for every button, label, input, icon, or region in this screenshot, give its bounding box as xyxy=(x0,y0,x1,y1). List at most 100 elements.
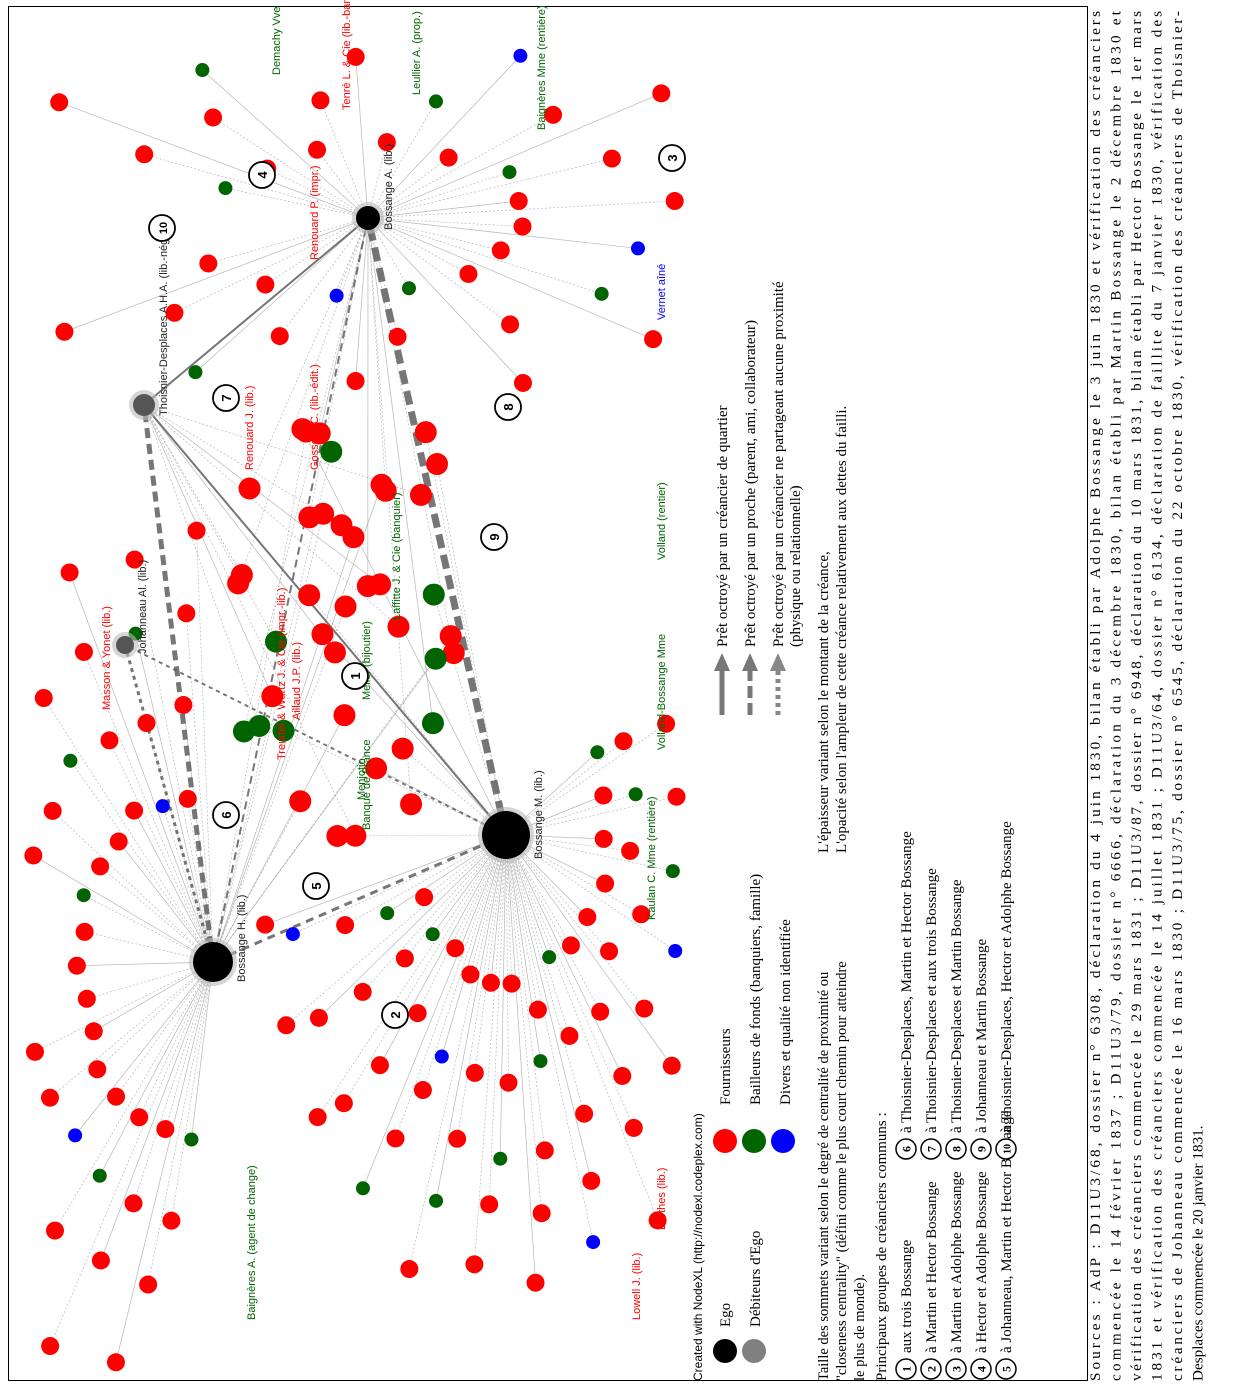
group-marker-number: 1 xyxy=(348,672,363,679)
ego-node xyxy=(193,942,233,982)
edge xyxy=(505,834,645,1009)
supplier-node xyxy=(139,1275,158,1294)
edge xyxy=(379,834,507,1066)
supplier-node xyxy=(652,84,671,103)
edge xyxy=(33,855,214,963)
supplier-node xyxy=(408,1004,427,1023)
arrow-dashed-icon xyxy=(742,653,758,715)
edge xyxy=(505,834,539,1010)
edge xyxy=(265,217,369,285)
group-number-badge xyxy=(970,1138,992,1160)
edge xyxy=(505,834,585,1114)
group-marker xyxy=(212,801,240,829)
edge xyxy=(417,834,507,1014)
group-label: à Martin et Hector Bossange xyxy=(924,1181,940,1353)
edge xyxy=(367,55,521,219)
sources-line: créanciers de Johanneau commencée le 16 … xyxy=(1169,11,1186,1381)
supplier-node xyxy=(526,1273,545,1292)
edge xyxy=(135,633,214,963)
edge xyxy=(505,723,667,836)
ego-label: Bossange H. (lib.) xyxy=(236,895,248,982)
supplier-node xyxy=(334,595,357,618)
supplier-node xyxy=(446,939,465,958)
supplier-node xyxy=(106,1353,125,1372)
supplier-node xyxy=(614,732,633,751)
ego-label: Bossange A. (lib.) xyxy=(383,144,395,230)
edge xyxy=(355,56,369,219)
funder-node xyxy=(248,714,271,737)
various-node xyxy=(630,241,645,256)
edge xyxy=(488,834,507,1205)
supplier-node xyxy=(544,105,563,124)
edge xyxy=(162,806,214,963)
supplier-node xyxy=(439,148,458,167)
funder-node xyxy=(429,1193,444,1208)
edge xyxy=(435,834,507,1201)
group-marker xyxy=(494,393,522,421)
edge xyxy=(505,834,572,946)
edge xyxy=(505,834,546,1151)
various-node xyxy=(668,943,683,958)
edge xyxy=(422,834,507,1091)
ego-label: Thoisnier-Desplaces A.H.A. (lib.-négt.) xyxy=(158,229,170,416)
group-marker-number: 8 xyxy=(501,403,516,410)
supplier-node xyxy=(509,192,528,211)
edge xyxy=(165,961,214,1130)
supplier-node xyxy=(365,757,388,780)
edge xyxy=(454,834,507,949)
nodes xyxy=(24,47,686,1372)
supplier-node xyxy=(535,1141,554,1160)
supplier-node xyxy=(414,421,437,444)
supplier-node xyxy=(662,1056,681,1075)
node-label: Laffitte J. & Cie (banquier) xyxy=(391,492,403,620)
supplier-node xyxy=(413,1081,432,1100)
sources-line: 1831 et vérification des créanciers comm… xyxy=(1149,11,1166,1381)
edge xyxy=(109,740,214,963)
funder-node xyxy=(424,647,447,670)
node-label: Leullier A. (prop.) xyxy=(411,11,423,95)
group-label: à Johanneau, Martin et Hector Bossange xyxy=(999,1110,1015,1353)
supplier-node xyxy=(426,453,449,476)
supplier-node xyxy=(165,303,184,322)
edge xyxy=(147,961,214,1285)
funder-node xyxy=(380,906,395,921)
edge xyxy=(212,537,354,963)
edge xyxy=(505,834,673,872)
edge xyxy=(505,834,673,1066)
size-note-line-2: "closeness centrality" (défini comme le … xyxy=(834,961,850,1381)
group-marker xyxy=(302,872,330,900)
supplier-node xyxy=(621,841,640,860)
edge xyxy=(318,834,507,1019)
node-label: Baignères Mme (rentière) xyxy=(536,5,548,130)
edge xyxy=(367,217,387,491)
edge xyxy=(191,961,214,1140)
edge xyxy=(292,834,507,935)
supplier-node xyxy=(613,1066,632,1085)
sources-block: Sources : AdP : D11U3/68, dossier n° 630… xyxy=(1087,10,1207,1381)
edge xyxy=(243,217,369,732)
legend-funder-label: Bailleurs de fonds (banquiers, famille) xyxy=(748,874,764,1105)
various-node xyxy=(329,288,344,303)
edge xyxy=(212,658,436,963)
funder-node xyxy=(425,927,440,942)
legend-loan-close: Prêt octroyé par un proche (parent, ami,… xyxy=(743,320,759,647)
ego-node xyxy=(133,394,155,416)
supplier-node xyxy=(50,93,69,112)
edge xyxy=(355,217,369,382)
supplier-node xyxy=(342,526,365,549)
edge xyxy=(367,200,519,219)
edge xyxy=(265,834,507,926)
edge xyxy=(195,217,369,373)
supplier-node xyxy=(480,1195,499,1214)
edge xyxy=(143,404,277,642)
supplier-node xyxy=(481,973,500,992)
group-number-badge xyxy=(995,1138,1017,1160)
ego-labels: Bossange H. (lib.)Bossange M. (lib.)Boss… xyxy=(137,144,545,982)
group-label: à Thoisnier-Desplaces et Martin Bossange xyxy=(949,879,965,1133)
heavy-edge xyxy=(143,404,507,836)
supplier-node xyxy=(578,908,597,927)
group-number-badge xyxy=(920,1138,942,1160)
funder-node xyxy=(76,888,91,903)
